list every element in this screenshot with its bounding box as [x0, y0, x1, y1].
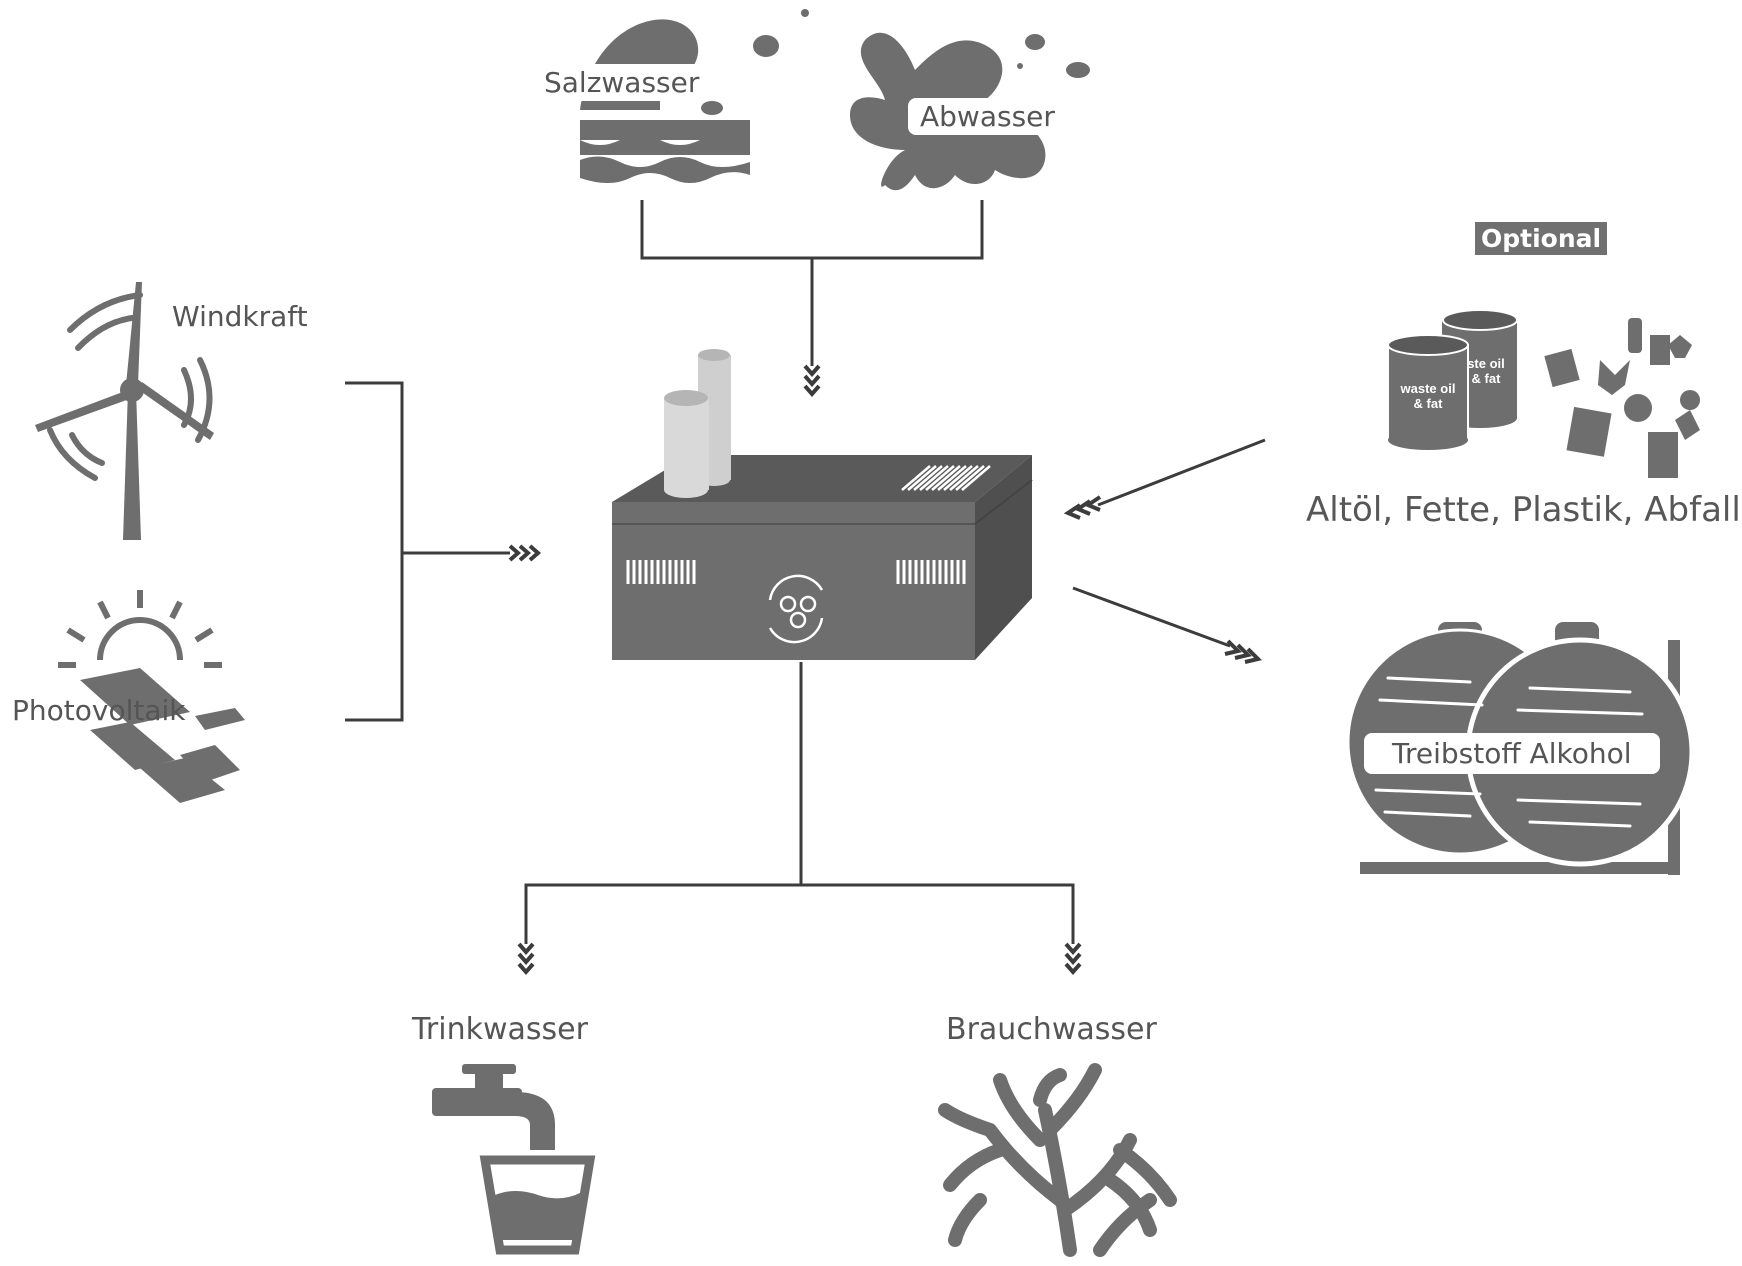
tap-water-icon	[432, 1064, 596, 1255]
oil-cans-icon	[1387, 309, 1518, 450]
gears-cycle-icon	[768, 574, 824, 644]
fuel-alcohol-label: Treibstoff Alkohol	[1364, 733, 1660, 774]
fuel-tanks-icon	[1346, 622, 1695, 875]
fuel-output-arrow	[1072, 586, 1262, 664]
drinking-water-label: Trinkwasser	[412, 1012, 588, 1047]
optional-badge: Optional	[1475, 222, 1608, 255]
wind-power-label: Windkraft	[172, 300, 308, 333]
photovoltaic-label: Photovoltaik	[12, 694, 186, 727]
oil-can-label: waste oil & fat	[1400, 381, 1456, 411]
waste-water-label: Abwasser	[908, 98, 1067, 135]
optional-input-arrow	[1063, 438, 1266, 520]
wind-turbine-icon	[35, 282, 214, 540]
output-connector	[517, 662, 1082, 974]
solar-panel-icon	[58, 590, 245, 803]
energy-input-connector	[345, 381, 540, 722]
service-water-label: Brauchwasser	[946, 1012, 1157, 1047]
water-input-connector	[640, 200, 984, 396]
mixed-waste-icon	[1544, 318, 1700, 478]
processing-plant	[612, 349, 1033, 660]
optional-inputs-caption: Altöl, Fette, Plastik, Abfall	[1306, 490, 1741, 530]
salt-water-label: Salzwasser	[532, 64, 712, 101]
plant-icon	[938, 1063, 1177, 1257]
oil-can-label-back: ste oil & fat	[1467, 356, 1505, 386]
